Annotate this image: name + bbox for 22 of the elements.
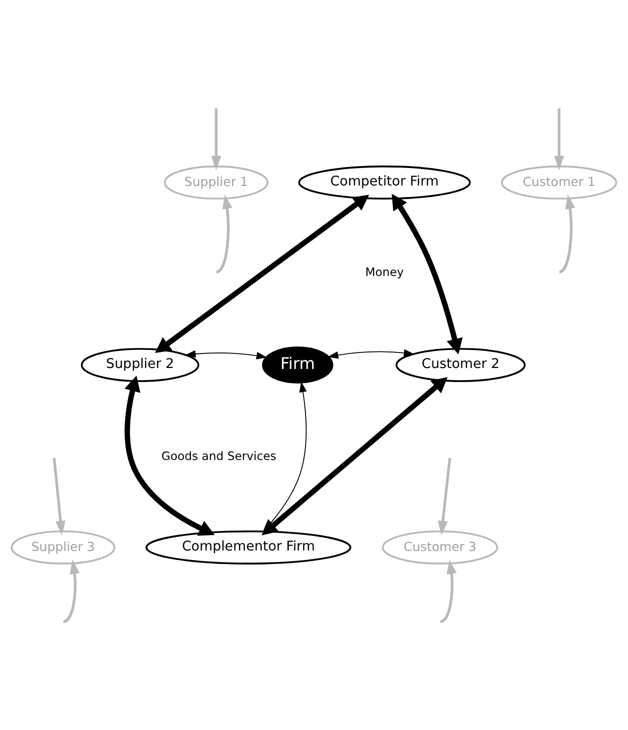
arrow: [392, 194, 463, 354]
label: Goods and Services: [161, 449, 276, 464]
arrow: [211, 108, 222, 170]
arrow: [62, 560, 80, 624]
arrow: [554, 108, 564, 170]
arrow: [216, 194, 232, 274]
node-ellipse: Customer 1: [501, 166, 618, 200]
arrow: [440, 560, 457, 624]
arrow: [52, 458, 66, 536]
node-ellipse: Supplier 1: [164, 166, 268, 200]
arrow: [558, 194, 576, 274]
node-ellipse: Firm: [262, 346, 334, 384]
arrow: [184, 350, 268, 360]
arrow: [438, 458, 452, 536]
node-ellipse: Competitor Firm: [298, 166, 471, 200]
arrow: [124, 376, 215, 536]
node-ellipse: Customer 3: [382, 530, 498, 564]
node-ellipse: Supplier 3: [10, 530, 116, 564]
node-ellipse: Complementor Firm: [146, 530, 352, 564]
arrow: [155, 194, 370, 354]
label: Money: [365, 265, 404, 280]
arrow: [328, 349, 415, 359]
